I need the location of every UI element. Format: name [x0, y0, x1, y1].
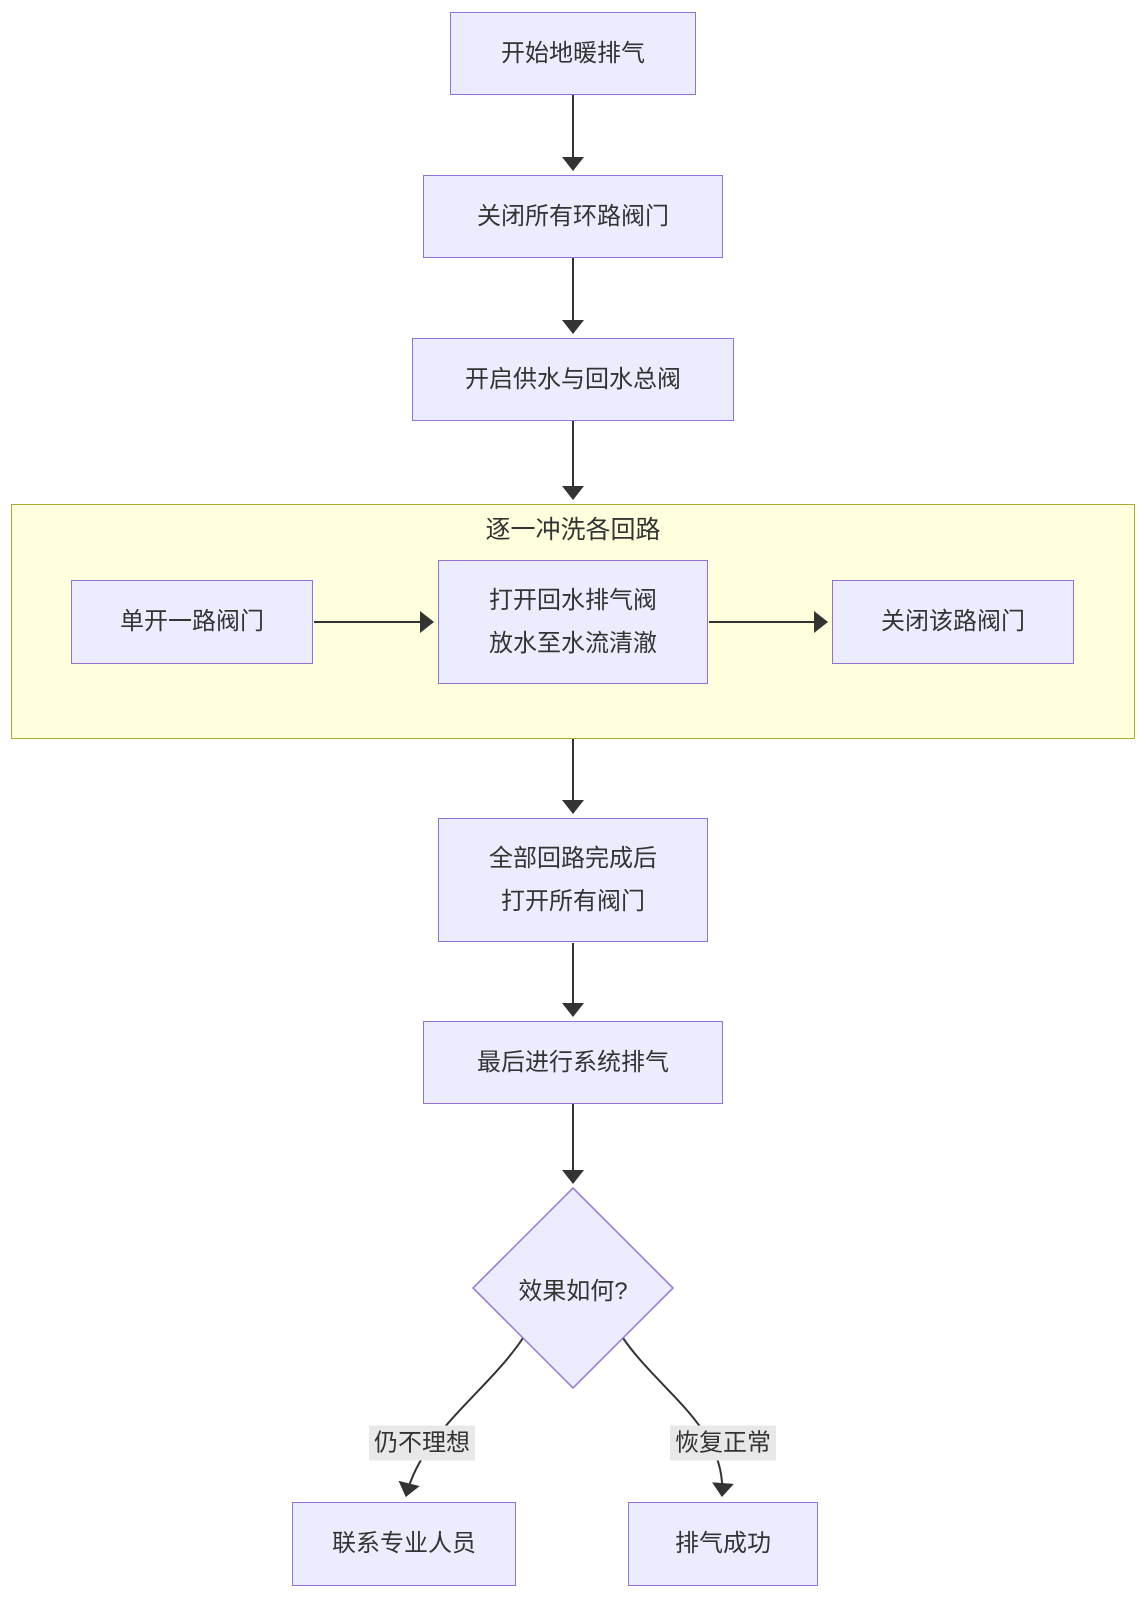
node-flush-loop-line1: 打开回水排气阀 — [489, 586, 657, 614]
edge-decision-to-success — [622, 1337, 734, 1497]
node-close-all-valves: 关闭所有环路阀门 — [423, 175, 723, 258]
edge-label-not-ideal-text: 仍不理想 — [374, 1429, 470, 1457]
node-close-loop-valve: 关闭该路阀门 — [832, 580, 1074, 664]
edge-label-not-ideal: 仍不理想 — [369, 1425, 475, 1461]
node-close-all-valves-label: 关闭所有环路阀门 — [477, 202, 669, 230]
node-start: 开始地暖排气 — [450, 12, 696, 95]
decision-diamond — [471, 1186, 675, 1390]
node-all-loops-done-line1: 全部回路完成后 — [489, 844, 657, 872]
edge-decision-to-contact — [398, 1337, 524, 1497]
node-flush-loop: 打开回水排气阀 放水至水流清澈 — [438, 560, 708, 684]
edge-label-recovered: 恢复正常 — [670, 1425, 776, 1461]
node-vent-success: 排气成功 — [628, 1502, 818, 1586]
subgraph-title: 逐一冲洗各回路 — [485, 516, 661, 544]
node-contact-professional: 联系专业人员 — [292, 1502, 516, 1586]
node-decision-label: 效果如何? — [518, 1277, 628, 1305]
node-flush-loop-line2: 放水至水流清澈 — [489, 630, 657, 657]
node-decision: 效果如何? — [473, 1268, 673, 1308]
node-start-label: 开始地暖排气 — [501, 39, 645, 67]
node-open-main-valves: 开启供水与回水总阀 — [412, 338, 734, 421]
node-close-loop-valve-label: 关闭该路阀门 — [881, 608, 1025, 636]
node-open-single-loop-label: 单开一路阀门 — [120, 608, 264, 636]
node-open-single-loop: 单开一路阀门 — [71, 580, 313, 664]
node-all-loops-done: 全部回路完成后 打开所有阀门 — [438, 818, 708, 942]
node-system-vent-label: 最后进行系统排气 — [477, 1048, 669, 1076]
node-contact-professional-label: 联系专业人员 — [332, 1530, 476, 1558]
node-vent-success-label: 排气成功 — [675, 1530, 771, 1558]
node-open-main-valves-label: 开启供水与回水总阀 — [465, 365, 681, 393]
node-all-loops-done-line2: 打开所有阀门 — [501, 888, 645, 915]
node-system-vent: 最后进行系统排气 — [423, 1021, 723, 1104]
edge-label-recovered-text: 恢复正常 — [675, 1429, 771, 1457]
